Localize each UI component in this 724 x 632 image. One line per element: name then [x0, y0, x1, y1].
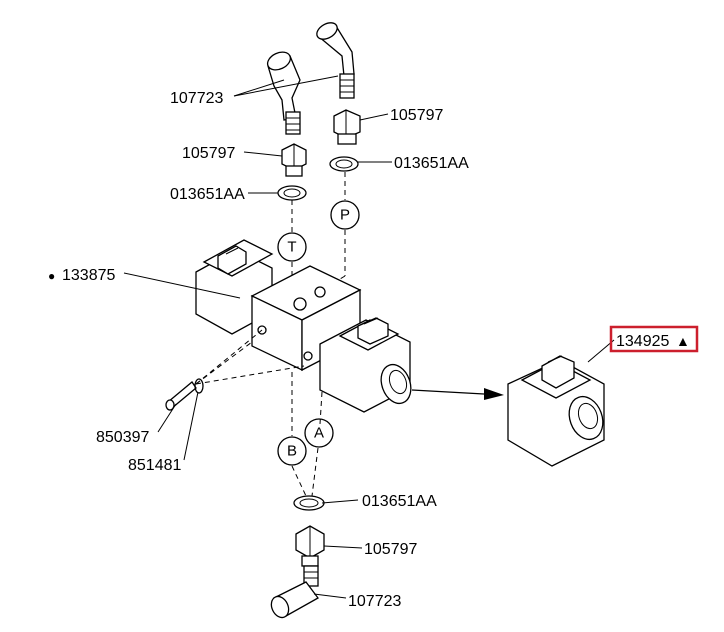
label-adapter-left: 105797 — [182, 145, 235, 162]
coil-label-highlight — [609, 325, 699, 353]
adapter-left — [281, 143, 307, 177]
port-p: P — [330, 200, 360, 230]
screw — [165, 381, 197, 411]
svg-text:A: A — [314, 425, 324, 442]
label-coil: 134925 — [616, 333, 669, 350]
seal-ring-left — [277, 185, 307, 201]
triangle-icon: ▲ — [676, 333, 690, 349]
seal-ring-bottom — [293, 495, 325, 511]
label-adapter-bottom: 105797 — [364, 541, 417, 558]
label-adapter-right: 105797 — [390, 107, 443, 124]
label-washer: 851481 — [128, 457, 181, 474]
hose-fitting-bottom — [270, 565, 319, 619]
hose-fitting-top-left — [266, 51, 301, 135]
coil-assembly — [507, 355, 605, 467]
port-b: B — [277, 436, 307, 466]
port-t: T — [277, 232, 307, 262]
adapter-right — [333, 109, 361, 145]
port-a: A — [304, 418, 334, 448]
seal-ring-right — [329, 156, 359, 172]
label-seal-left: 013651AA — [170, 186, 245, 203]
adapter-bottom — [295, 525, 325, 567]
label-fitting-top: 107723 — [170, 90, 223, 107]
label-seal-right: 013651AA — [394, 155, 469, 172]
svg-text:T: T — [287, 239, 296, 256]
washer — [194, 378, 204, 394]
label-screw: 850397 — [96, 429, 149, 446]
label-seal-bottom: 013651AA — [362, 493, 437, 510]
hose-fitting-top-right — [316, 22, 355, 99]
valve-bullet-icon: ● — [48, 269, 55, 283]
label-valve: 133875 — [62, 267, 115, 284]
label-fitting-bottom: 107723 — [348, 593, 401, 610]
svg-text:B: B — [287, 443, 297, 460]
svg-text:P: P — [340, 207, 350, 224]
valve-assembly — [195, 239, 412, 413]
